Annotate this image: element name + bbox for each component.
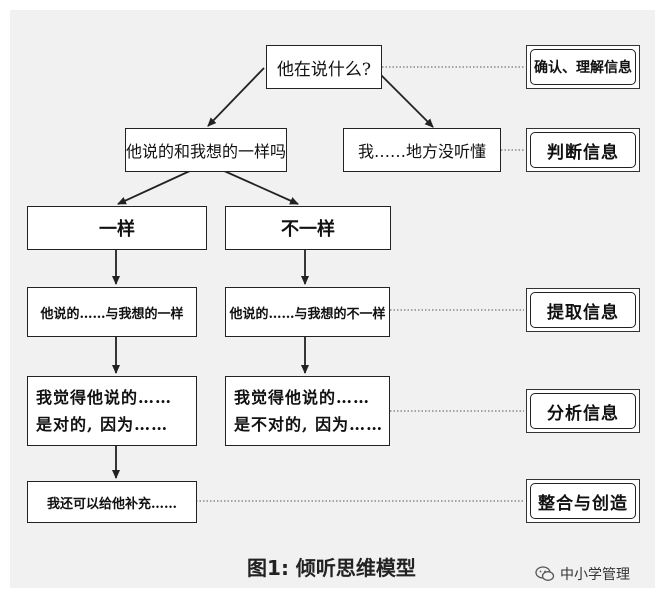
node-label: 不一样: [281, 219, 335, 240]
tag-frame: [530, 393, 636, 429]
watermark: 中小学管理: [535, 564, 630, 584]
tag-frame: [530, 292, 636, 328]
tag-frame: [530, 483, 636, 519]
node-label: 一样: [99, 219, 135, 240]
node-label: 我还可以给他补充……: [46, 496, 177, 512]
node-label: 他说的……与我想的一样: [40, 306, 184, 322]
tag-frame: [530, 49, 636, 85]
arrow-question-to-unclear: [379, 73, 434, 128]
stage-tag-extract: 提取信息: [526, 288, 640, 332]
stage-tag-judge: 判断信息: [526, 128, 640, 172]
arrow-compare-to-same: [117, 169, 193, 205]
arrow-question-to-compare: [207, 67, 265, 127]
node-extract-different: 他说的……与我想的不一样: [225, 287, 390, 337]
arrow-compare-to-different: [221, 169, 299, 205]
node-label: 我觉得他说的…… 是对的, 因为……: [36, 388, 173, 434]
stage-label: 提取信息: [547, 302, 619, 323]
figure-caption: 图1: 倾听思维模型: [247, 556, 416, 580]
node-analyze-different: 我觉得他说的…… 是不对的, 因为……: [225, 376, 390, 446]
stage-tag-confirm: 确认、理解信息: [526, 45, 640, 89]
node-label: 我觉得他说的…… 是不对的, 因为……: [234, 388, 384, 434]
node-label: 他在说什么?: [276, 59, 372, 80]
wechat-icon: [535, 566, 555, 581]
node-label: 我……地方没听懂: [357, 142, 486, 161]
node-extract-same: 他说的……与我想的一样: [27, 287, 197, 337]
node-different: 不一样: [225, 206, 391, 250]
node-what-is-he-saying: 他在说什么?: [266, 45, 382, 89]
stage-tag-analyze: 分析信息: [526, 389, 640, 433]
stage-label: 确认、理解信息: [534, 60, 632, 76]
node-same: 一样: [27, 206, 207, 250]
stage-label: 分析信息: [547, 403, 619, 424]
stage-label: 判断信息: [547, 142, 619, 163]
node-same-as-my-thought: 他说的和我想的一样吗: [125, 128, 287, 172]
node-not-understood: 我……地方没听懂: [343, 128, 501, 172]
node-analyze-same: 我觉得他说的…… 是对的, 因为……: [27, 376, 197, 446]
tag-frame: [530, 132, 636, 168]
stage-tag-integrate: 整合与创造: [526, 479, 640, 523]
node-label: 他说的……与我想的不一样: [229, 306, 386, 322]
node-label: 他说的和我想的一样吗: [126, 142, 287, 161]
watermark-text: 中小学管理: [560, 567, 630, 583]
stage-label: 整合与创造: [538, 493, 628, 514]
node-supplement: 我还可以给他补充……: [27, 481, 197, 523]
